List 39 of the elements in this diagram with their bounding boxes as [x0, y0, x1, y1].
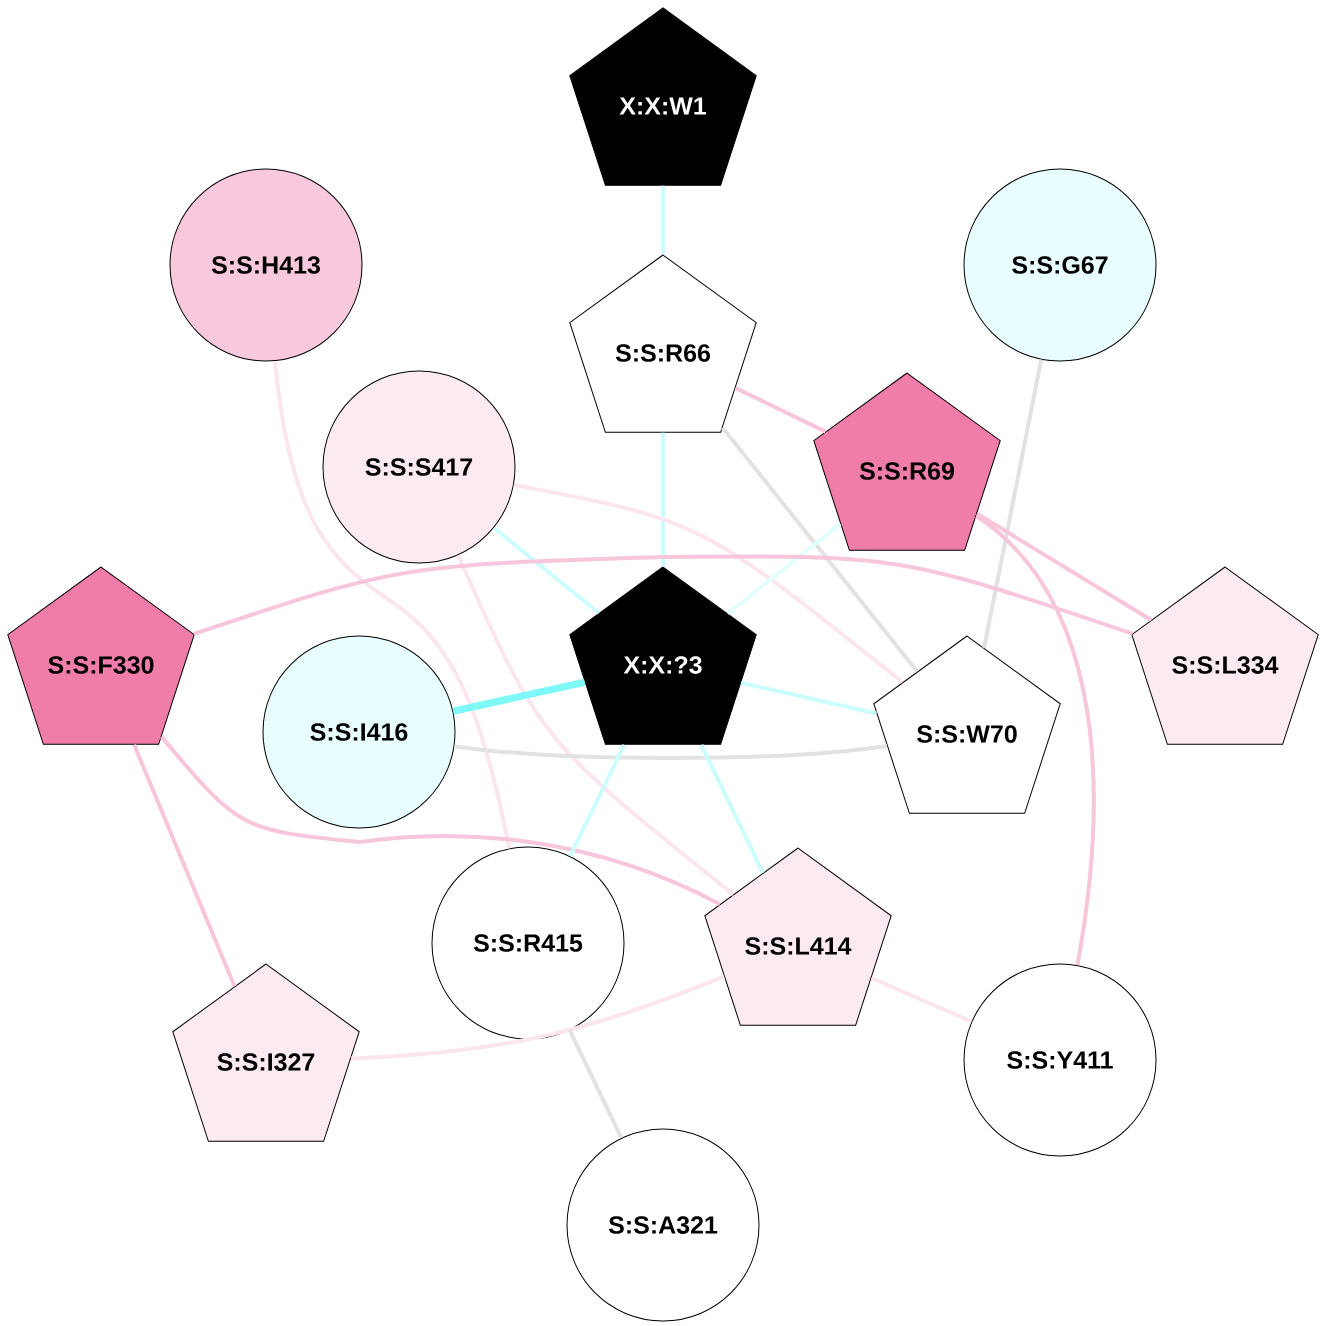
connector-line — [567, 1029, 624, 1139]
connector-line — [726, 522, 842, 616]
connector-line — [870, 976, 973, 1024]
circle-node: S:S:Y411 — [963, 963, 1157, 1157]
pentagon-node: S:S:L414 — [704, 847, 892, 1026]
connector-line — [982, 359, 1044, 649]
connector-line — [513, 482, 904, 684]
pentagon-node: S:S:W70 — [873, 635, 1061, 814]
connector-line — [350, 974, 725, 1061]
pentagon-node: S:S:R66 — [569, 254, 757, 433]
connector-line — [452, 678, 586, 715]
pentagon-node: S:S:I327 — [172, 963, 360, 1142]
pentagon-node: X:X:W1 — [569, 7, 757, 186]
pentagon-node: S:S:F330 — [7, 566, 195, 745]
connector-line — [661, 432, 665, 567]
connector-line — [193, 554, 1134, 636]
pentagon-node: S:S:R69 — [813, 372, 1001, 551]
circle-node: S:S:A321 — [566, 1128, 760, 1322]
connector-line — [132, 744, 237, 987]
connector-line — [568, 743, 627, 858]
connector-line — [734, 386, 827, 434]
connector-line — [456, 554, 735, 896]
connector-line — [454, 744, 888, 760]
connector-line — [273, 360, 512, 849]
pentagon-node: X:X:?3 — [569, 566, 757, 745]
connector-line — [699, 743, 765, 874]
circle-node: S:S:H413 — [169, 168, 363, 362]
connector-line — [975, 514, 1096, 966]
connector-line — [721, 426, 919, 673]
pentagon-node: S:S:L334 — [1131, 566, 1319, 745]
connector-line — [160, 735, 721, 906]
circle-node: S:S:G67 — [963, 168, 1157, 362]
circle-node: S:S:I416 — [262, 635, 456, 829]
connector-line — [492, 526, 601, 615]
circle-node: S:S:S417 — [322, 370, 516, 564]
connector-line — [976, 512, 1153, 622]
connector-line — [740, 680, 877, 716]
connector-line — [661, 185, 665, 255]
circle-node: S:S:R415 — [431, 846, 625, 1040]
